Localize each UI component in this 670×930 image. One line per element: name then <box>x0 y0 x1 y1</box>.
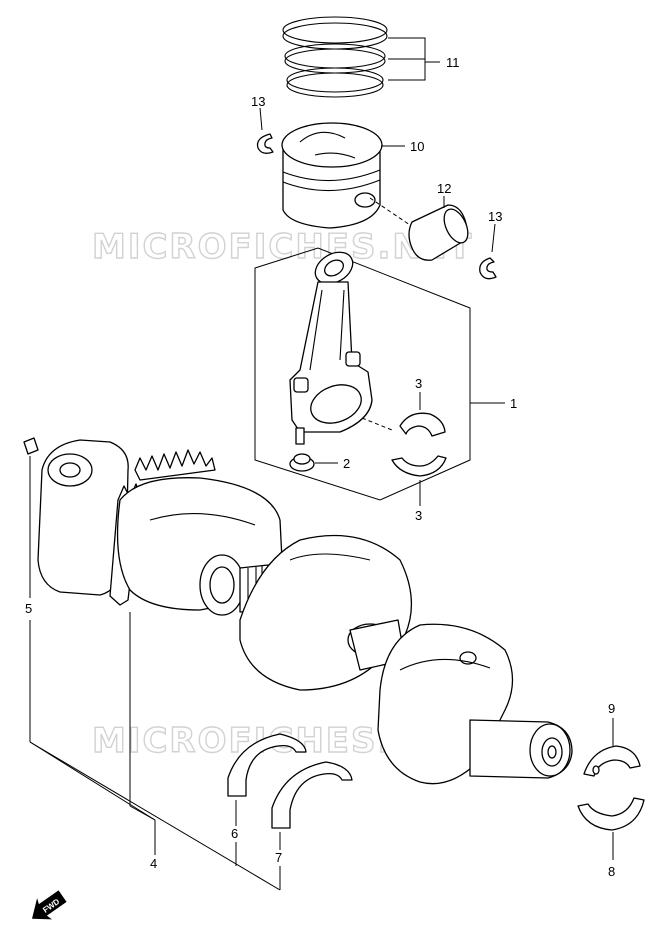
circlip-right[interactable] <box>479 257 497 280</box>
main-bearing-upper[interactable] <box>583 745 641 777</box>
callout-6: 6 <box>231 826 238 841</box>
piston-pin[interactable] <box>408 204 473 261</box>
leader-13a <box>259 107 263 131</box>
callout-3-upper: 3 <box>415 376 422 391</box>
pin-axis <box>369 197 411 226</box>
main-bearing-hole <box>592 765 600 775</box>
callout-7: 7 <box>275 850 282 865</box>
callout-2: 2 <box>343 456 350 471</box>
callout-9: 9 <box>608 701 615 716</box>
callout-11: 11 <box>446 55 460 70</box>
crankshaft[interactable] <box>37 439 573 785</box>
callout-5: 5 <box>25 601 32 616</box>
callout-8: 8 <box>608 864 615 879</box>
leader-4b <box>129 805 156 821</box>
thrust-bearing-6[interactable] <box>227 733 307 797</box>
circlip-left[interactable] <box>256 133 274 154</box>
conrod-bearing-lower[interactable] <box>391 455 447 477</box>
callout-4: 4 <box>150 856 157 871</box>
callout-12: 12 <box>437 181 451 196</box>
connecting-rod[interactable] <box>289 246 373 445</box>
conrod-bearing-upper[interactable] <box>399 412 446 437</box>
leader-4-7 <box>29 741 281 891</box>
callout-13-left: 13 <box>251 94 265 109</box>
bearing-axis <box>361 417 393 431</box>
piston[interactable] <box>281 122 383 229</box>
callout-3-lower: 3 <box>415 508 422 523</box>
callout-10: 10 <box>410 139 424 154</box>
piston-rings[interactable] <box>282 16 388 98</box>
main-bearing-lower[interactable] <box>577 797 645 831</box>
leader-4a <box>29 741 156 821</box>
thrust-bearing-7[interactable] <box>271 761 353 829</box>
conrod-group-box <box>254 247 471 501</box>
crank-key[interactable] <box>23 437 39 455</box>
fwd-arrow-icon: FWD <box>32 890 67 920</box>
callout-1: 1 <box>510 396 517 411</box>
callout-13-right: 13 <box>488 209 502 224</box>
leader-13b <box>491 223 496 253</box>
conrod-nut[interactable] <box>289 453 315 472</box>
